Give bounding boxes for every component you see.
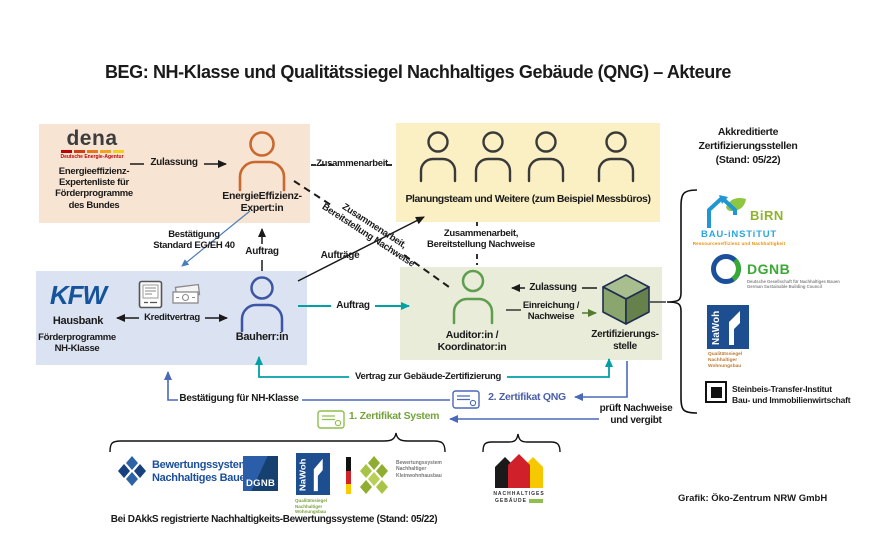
german-flag-bar — [346, 457, 351, 494]
label-auftraege: Aufträge — [320, 250, 360, 261]
zertifikat-qng-icon — [452, 390, 480, 409]
dena-expert-box — [39, 124, 310, 223]
planungsteam-person-icon — [474, 131, 512, 183]
steinbeis-name: Steinbeis-Transfer-Institut Bau- und Imm… — [732, 384, 851, 405]
label-prueft-nachweise: prüft Nachweise und vergibt — [599, 403, 673, 426]
birn-subtitle: BAU-iNSTiTUT — [701, 229, 777, 240]
page-title: BEG: NH-Klasse und Qualitätssiegel Nachh… — [104, 62, 732, 82]
dena-dashes — [52, 150, 132, 153]
label-zulassung-dena: Zulassung — [150, 157, 198, 168]
label-zulassung-stelle: Zulassung — [529, 282, 577, 293]
dena-wordmark: dena — [66, 127, 118, 150]
dakks-brace — [109, 432, 446, 453]
qng-brace — [482, 433, 561, 453]
planungsteam-person-icon — [527, 131, 565, 183]
label-auftrag-expert: Auftrag — [245, 246, 279, 257]
nawoh-bottom-subtitle: Qualitätssiegel Nachhaltiger Wohnungsbau — [295, 498, 328, 515]
kleinwohnhausbau-logo-icon — [360, 456, 388, 494]
label-zusammenarbeit-vertikal: Zusammenarbeit, Bereitstellung Nachweise — [427, 228, 535, 251]
nawoh-logo-right: NaWoh — [707, 305, 749, 349]
auditor-label: Auditor:in / Koordinator:in — [437, 329, 507, 354]
label-zertifikat-system: 1. Zertifikat System — [348, 410, 440, 422]
bauherr-person-icon — [240, 276, 284, 333]
svg-text:NaWoh: NaWoh — [711, 311, 722, 345]
planungsteam-label: Planungsteam und Weitere (zum Beispiel M… — [405, 193, 651, 205]
auditor-person-icon — [452, 269, 494, 325]
dena-subtitle: Deutsche Energie-Agentur — [60, 154, 124, 160]
qng-logo-icon — [495, 454, 543, 488]
bnb-label: Bewertungssystem Nachhaltiges Bauen — [152, 459, 252, 485]
planungsteam-person-icon — [419, 131, 457, 183]
qng-logo-line2: GEBÄUDE — [494, 498, 527, 504]
label-auftrag-bauherr: Auftrag — [336, 300, 370, 311]
dgnb-logo-bottom: DGNB — [243, 456, 278, 491]
kleinwohnhausbau-label: Bewertungssystem Nachhaltiger Kleinwohnh… — [396, 460, 442, 479]
svg-text:NaWoh: NaWoh — [298, 459, 307, 492]
money-icon — [172, 283, 201, 304]
qng-green-bar — [529, 499, 543, 503]
dgnb-right-subtitle: Deutsche Gesellschaft für Nachhaltiges B… — [747, 279, 840, 290]
zertifizierungsstelle-label: Zertifizierungs- stelle — [591, 329, 659, 352]
qng-logo-line1: NACHHALTIGES — [493, 491, 545, 497]
expert-person-icon — [238, 131, 286, 192]
accredited-heading: Akkreditierte Zertifizierungsstellen (St… — [698, 126, 798, 167]
label-vertrag-zertifizierung: Vertrag zur Gebäude-Zertifizierung — [354, 371, 502, 382]
birn-logo-icon — [707, 195, 746, 228]
birn-name: BiRN — [750, 208, 784, 223]
birn-tagline: Ressourceneffizienz und Nachhaltigkeit — [692, 241, 786, 246]
label-kreditvertrag: Kreditvertrag — [144, 312, 200, 323]
zertifikat-system-icon — [317, 410, 345, 429]
dena-description: Energieeffizienz- Expertenliste für Förd… — [55, 166, 133, 211]
bnb-logo-icon — [118, 456, 146, 486]
label-zusammenarbeit-top: Zusammenarbeit — [316, 158, 388, 169]
kfw-description: Förderprogramme NH-Klasse — [38, 332, 116, 355]
label-bestaetigung-standard: Bestätigung Standard EG/EH 40 — [153, 229, 235, 252]
dgnb-right-name: DGNB — [747, 261, 791, 277]
label-einreichung: Einreichung / Nachweise — [522, 300, 580, 323]
dena-logo: dena Deutsche Energie-Agentur — [52, 128, 132, 160]
bauherr-label: Bauherr:in — [235, 331, 289, 343]
label-bestaetigung-nh: Bestätigung für NH-Klasse — [179, 393, 299, 404]
right-brace — [666, 189, 698, 414]
expert-label: EnergieEffizienz- Expert:in — [222, 190, 302, 215]
qng-logo-text: NACHHALTIGES GEBÄUDE — [491, 491, 547, 504]
nawoh-right-subtitle: Qualitätssiegel Nachhaltiger Wohnungsbau — [708, 352, 743, 369]
kfw-role-label: Hausbank — [52, 315, 104, 327]
dakks-caption: Bei DAkkS registrierte Nachhaltigkeits-B… — [110, 514, 438, 525]
nawoh-logo-bottom: NaWoh — [296, 453, 330, 495]
label-zertifikat-qng: 2. Zertifikat QNG — [488, 391, 566, 403]
planungsteam-person-icon — [597, 131, 635, 183]
zertifizierungsstelle-cube-icon — [602, 274, 650, 325]
steinbeis-logo-icon — [705, 381, 727, 403]
kfw-logo: KFW — [49, 280, 107, 310]
credit: Grafik: Öko-Zentrum NRW GmbH — [678, 493, 828, 504]
dgnb-ring-icon — [711, 254, 741, 284]
contract-document-icon — [138, 280, 163, 309]
dgnb-bottom-name: DGNB — [246, 478, 276, 489]
kfw-bauherr-box — [36, 271, 307, 365]
